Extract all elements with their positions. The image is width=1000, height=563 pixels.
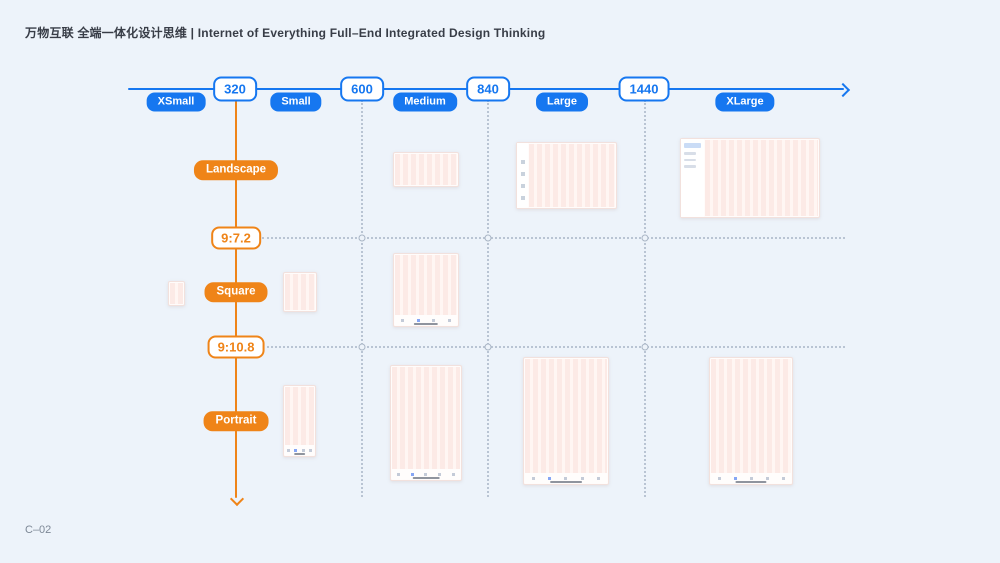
ratio-pill-9-10-8: 9:10.8 <box>207 335 265 359</box>
down-arrow-icon <box>229 491 244 507</box>
tab-bar <box>711 473 791 483</box>
mockup-portrait-small <box>283 385 316 457</box>
right-arrow-icon <box>835 82 851 97</box>
breakpoint-pill-1440: 1440 <box>618 76 670 102</box>
size-label-xlarge: XLarge <box>715 92 775 112</box>
guide-node <box>641 343 649 351</box>
size-label-large: Large <box>536 92 588 112</box>
breakpoint-pill-320: 320 <box>213 76 257 102</box>
tab-bar <box>285 445 314 455</box>
mockup-portrait-xlarge <box>709 357 793 485</box>
grid-columns <box>529 144 615 207</box>
slide-code: C–02 <box>25 524 52 536</box>
mockup-portrait-large <box>523 357 609 485</box>
guide-line-1440 <box>644 100 646 497</box>
mockup-landscape-xlarge <box>680 138 820 218</box>
selected-menu-bar <box>684 143 701 148</box>
home-indicator <box>293 453 306 455</box>
size-label-small: Small <box>270 92 322 112</box>
orientation-label-portrait: Portrait <box>203 411 269 431</box>
guide-node <box>641 234 649 242</box>
home-indicator <box>550 481 582 483</box>
tab-bar <box>395 315 457 325</box>
grid-columns <box>711 359 791 483</box>
guide-node <box>358 234 366 242</box>
guide-line-840 <box>487 100 489 497</box>
breakpoint-pill-600: 600 <box>340 76 384 102</box>
grid-columns <box>395 154 457 185</box>
page-title: 万物互联 全端一体化设计思维 | Internet of Everything … <box>25 26 546 40</box>
breakpoint-pill-840: 840 <box>466 76 510 102</box>
orientation-label-square: Square <box>204 282 268 302</box>
guide-line-600 <box>361 100 363 497</box>
mockup-landscape-medium <box>393 152 459 187</box>
guide-line-9-7-2 <box>262 237 845 239</box>
home-indicator <box>413 323 439 325</box>
grid-columns <box>392 367 460 479</box>
guide-node <box>484 343 492 351</box>
grid-columns <box>525 359 607 483</box>
mockup-landscape-large <box>516 142 617 209</box>
size-label-xsmall: XSmall <box>146 92 206 112</box>
grid-columns <box>285 387 314 455</box>
home-indicator <box>735 481 767 483</box>
grid-columns <box>170 283 183 304</box>
guide-line-9-10-8 <box>262 346 845 348</box>
guide-node <box>484 234 492 242</box>
grid-columns <box>395 255 457 325</box>
ratio-pill-9-7-2: 9:7.2 <box>211 226 261 250</box>
mockup-square-small <box>283 272 317 312</box>
home-indicator <box>412 477 440 479</box>
grid-columns <box>285 274 315 310</box>
orientation-label-landscape: Landscape <box>193 160 279 180</box>
tab-bar <box>525 473 607 483</box>
sidebar-menu <box>681 139 704 217</box>
mockup-square-medium <box>393 253 459 327</box>
guide-node <box>358 343 366 351</box>
mockup-square-xsmall <box>168 281 185 306</box>
sidebar-rail <box>517 143 528 208</box>
mockup-portrait-medium <box>390 365 462 481</box>
size-label-medium: Medium <box>393 92 457 112</box>
tab-bar <box>392 469 460 479</box>
grid-columns <box>705 140 818 216</box>
